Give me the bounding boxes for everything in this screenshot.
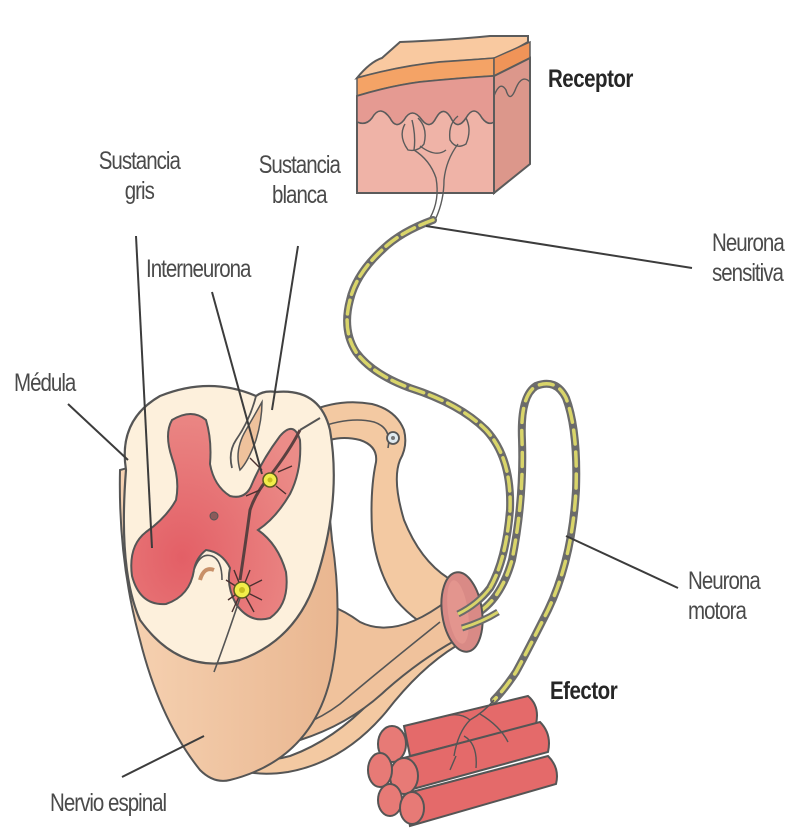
central-canal [209, 511, 219, 521]
leader-sustancia-gris [135, 235, 153, 549]
leader-neurona-motora [565, 535, 679, 589]
label-nervio-espinal: Nervio espinal [50, 789, 167, 817]
label-neurona-motora: Neurona motora [688, 567, 761, 625]
interneuron [238, 417, 321, 581]
skin-side-wave [493, 78, 531, 98]
leader-sustancia-blanca [271, 245, 299, 411]
label-interneurona: Interneurona [146, 255, 251, 283]
motor-neuron [458, 379, 581, 704]
label-neurona-sensitiva: Neurona sensitiva [712, 229, 785, 287]
leader-neurona-sensitiva [425, 225, 693, 269]
label-medula: Médula [14, 369, 76, 397]
leader-medula [67, 403, 129, 461]
skin-papillae [356, 75, 495, 126]
skin-dermis-side [493, 56, 531, 196]
receptor-nerve-endings [401, 115, 470, 219]
spinal-cord [118, 384, 339, 782]
sensory-neuron [343, 216, 515, 618]
label-receptor: Receptor [548, 65, 633, 93]
leader-interneurona [211, 291, 263, 475]
leader-lines [67, 225, 693, 778]
label-sustancia-gris: Sustancia gris [98, 147, 181, 205]
receptor-skin-block [354, 35, 531, 219]
effector-muscle [367, 694, 558, 828]
leader-nervio-espinal [121, 735, 205, 778]
motor-neuron-cell-body [213, 569, 263, 673]
label-sustancia-blanca: Sustancia blanca [258, 151, 341, 209]
dorsal-median-sulcus-groove [237, 399, 263, 472]
label-efector: Efector [550, 677, 618, 705]
